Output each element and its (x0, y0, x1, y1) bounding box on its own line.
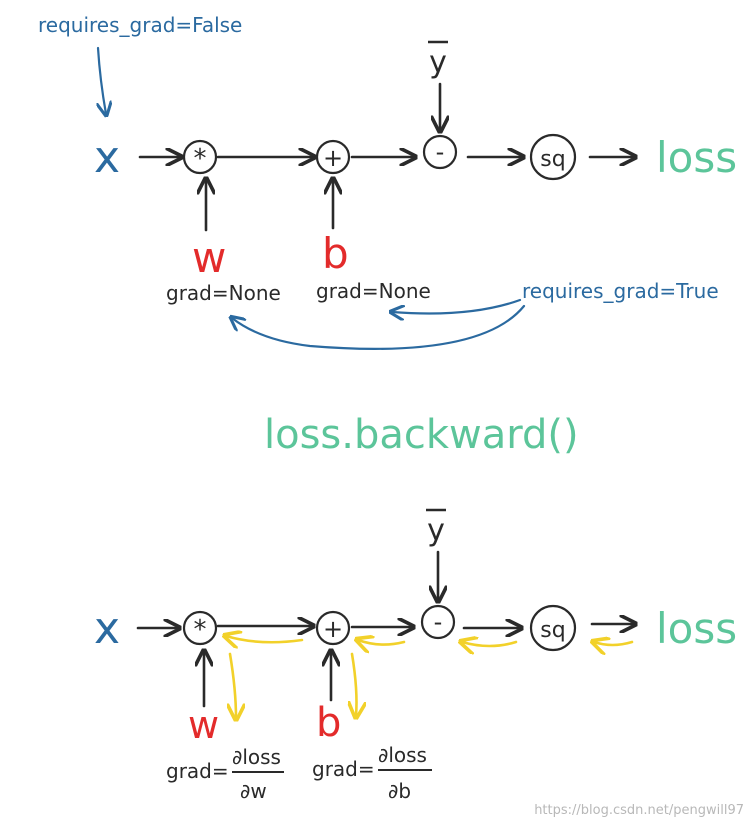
node-add-bottom (315, 610, 351, 646)
node-mul-symbol: * (194, 144, 207, 174)
node-w-bottom: w (188, 703, 219, 747)
b-grad-denominator: ∂b (388, 779, 411, 803)
node-add (315, 139, 351, 175)
annotation-requires-grad-false: requires_grad=False (38, 13, 242, 37)
grad-arrow-sub-add (358, 640, 406, 645)
watermark: https://blog.csdn.net/pengwill97 (534, 803, 744, 818)
node-loss-bottom: loss (656, 604, 737, 653)
backward-graph: x * + - y sq loss w grad= ∂loss (94, 508, 737, 803)
node-sub (422, 134, 458, 170)
grad-arrow-sq-sub (462, 642, 518, 646)
grad-arrow-loss-sq (594, 642, 634, 645)
b-grad-label: grad=None (316, 279, 431, 303)
w-grad-label: grad=None (166, 281, 281, 305)
grad-arrow-add-mul (226, 636, 304, 642)
node-ybar: y (429, 45, 447, 80)
forward-graph: requires_grad=False x * + - y sq loss w … (38, 13, 737, 350)
node-w: w (192, 233, 226, 282)
node-sq-label: sq (540, 147, 565, 172)
node-mul (182, 139, 218, 175)
grad-arrow-mul-w (230, 652, 236, 718)
b-grad-prefix: grad= (312, 757, 375, 781)
node-ybar-bottom: y (427, 513, 445, 548)
node-mul-bottom (182, 610, 218, 646)
node-add-symbol-bottom: + (323, 615, 343, 643)
w-grad-prefix: grad= (166, 759, 229, 783)
node-sub-symbol: - (436, 138, 445, 166)
b-grad-numerator: ∂loss (378, 743, 427, 767)
node-sq (529, 133, 577, 181)
backward-call: loss.backward() (264, 412, 579, 458)
annotation-arrow-b (392, 298, 522, 314)
node-loss: loss (656, 133, 737, 182)
node-mul-symbol-bottom: * (194, 615, 207, 645)
node-x: x (94, 132, 120, 183)
node-b-bottom: b (316, 700, 341, 746)
w-grad-numerator: ∂loss (232, 745, 281, 769)
node-add-symbol: + (323, 144, 343, 172)
node-sub-bottom (420, 604, 456, 640)
node-b: b (322, 229, 349, 278)
node-sq-bottom (529, 604, 577, 652)
node-sub-symbol-bottom: - (434, 608, 443, 636)
grad-arrow-add-b (352, 652, 357, 716)
node-sq-label-bottom: sq (540, 618, 565, 643)
annotation-arrow-w (232, 304, 526, 350)
node-x-bottom: x (94, 603, 120, 654)
w-grad-denominator: ∂w (240, 779, 267, 803)
annotation-arrow-x (98, 46, 106, 114)
annotation-requires-grad-true: requires_grad=True (522, 279, 719, 303)
